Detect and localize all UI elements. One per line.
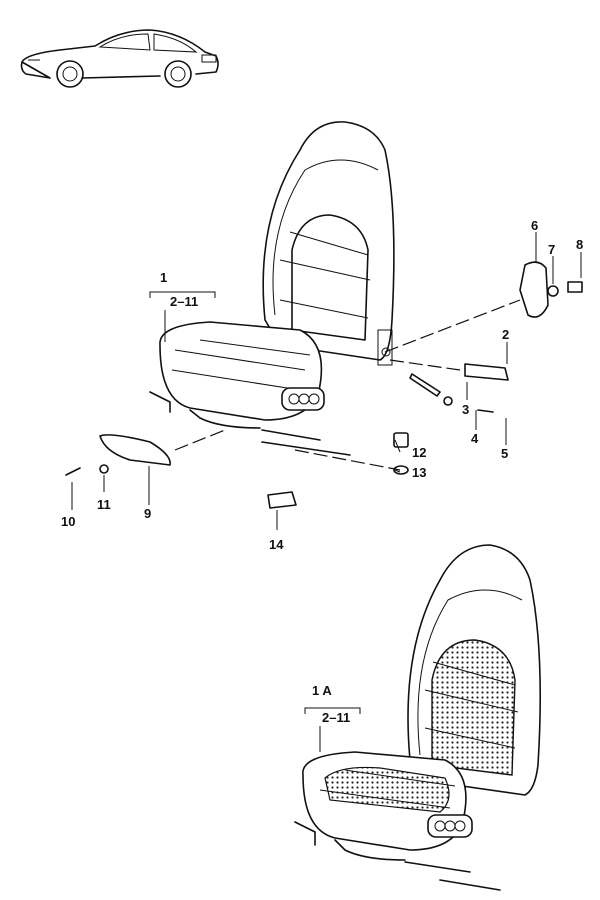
callout-14: 14 xyxy=(269,537,284,552)
seat-callout: 1 2–11 xyxy=(149,270,216,342)
part-callouts: 2 3 4 5 6 7 8 9 10 11 12 13 14 xyxy=(61,218,583,552)
callout-2: 2 xyxy=(502,327,509,342)
callout-9: 9 xyxy=(144,506,151,521)
callout-5: 5 xyxy=(501,446,508,461)
callout-8: 8 xyxy=(576,237,583,252)
seat-assembly-alt xyxy=(294,544,542,891)
callout-3: 3 xyxy=(462,402,469,417)
callout-4: 4 xyxy=(471,431,479,446)
callout-13: 13 xyxy=(412,465,426,480)
callout-1-range: 2–11 xyxy=(170,294,198,309)
seat-alt-callout: 1 A 2–11 xyxy=(304,683,361,752)
seat-assembly xyxy=(149,121,395,456)
callout-1: 1 xyxy=(160,270,167,285)
callout-7: 7 xyxy=(548,242,555,257)
callout-10: 10 xyxy=(61,514,75,529)
small-parts xyxy=(65,232,583,530)
callout-1a-range: 2–11 xyxy=(322,710,350,725)
callout-12: 12 xyxy=(412,445,426,460)
callout-6: 6 xyxy=(531,218,538,233)
callout-11: 11 xyxy=(97,497,111,512)
car-thumbnail xyxy=(20,29,219,88)
callout-1a: 1 A xyxy=(312,683,332,698)
